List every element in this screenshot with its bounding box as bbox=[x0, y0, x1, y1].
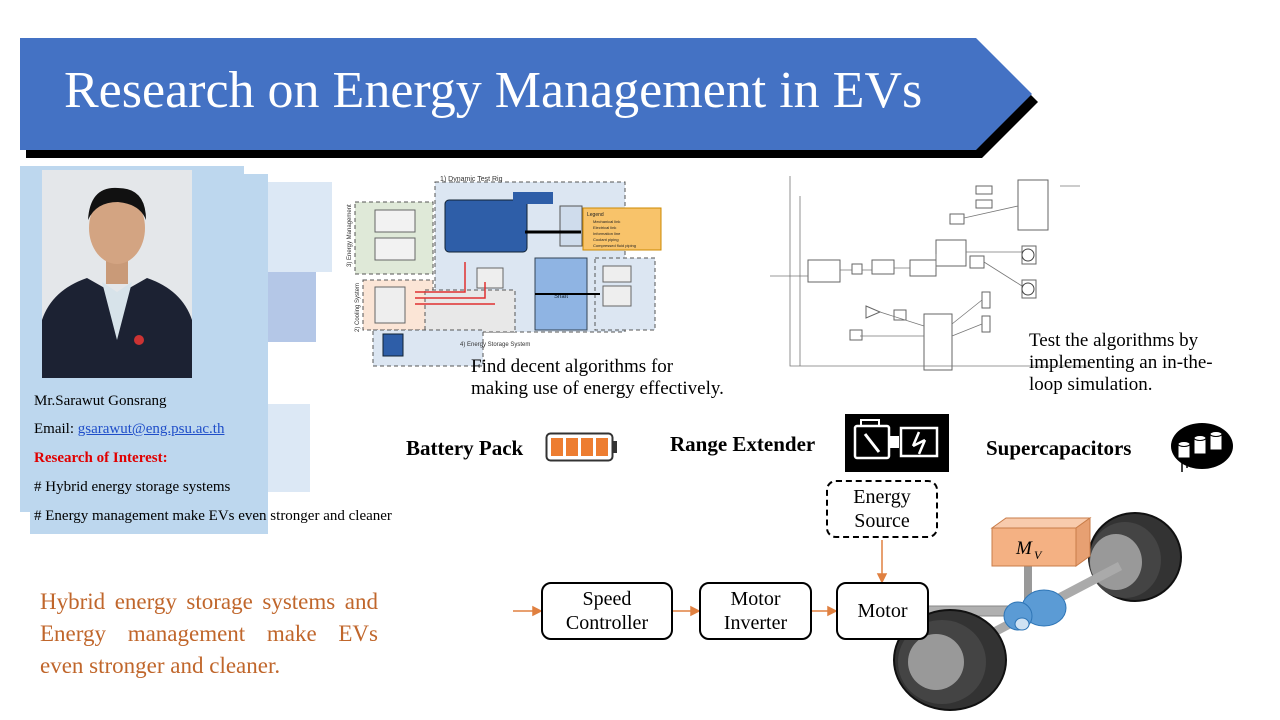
motor-inverter-box: Motor Inverter bbox=[699, 582, 812, 640]
speed-controller-line-1: Speed bbox=[582, 588, 632, 610]
left-caption-line-2: making use of energy effectively. bbox=[471, 378, 724, 399]
motor-inverter-line-1: Motor bbox=[730, 588, 781, 610]
speed-controller-line-2: Controller bbox=[565, 612, 649, 634]
email-link[interactable]: gsarawut@eng.psu.ac.th bbox=[77, 421, 225, 437]
energy-source-box: Energy Source bbox=[826, 480, 938, 538]
rig-top-label: 1) Dynamic Test Rig bbox=[440, 176, 503, 183]
title-banner bbox=[20, 38, 1038, 158]
profile-photo bbox=[42, 170, 192, 378]
interest-item-2: # Energy management make EVs even strong… bbox=[34, 508, 392, 524]
battery-pack-label: Battery Pack bbox=[406, 436, 524, 460]
mass-subscript: V bbox=[1034, 548, 1043, 562]
right-caption-line-1: Test the algorithms by bbox=[1029, 330, 1199, 351]
panel-light-2 bbox=[262, 404, 310, 492]
rig-bottom-label: 4) Energy Storage System bbox=[460, 342, 530, 348]
legend-item-3: Information line bbox=[593, 231, 621, 236]
right-diagram-caption: Test the algorithms by implementing an i… bbox=[1029, 330, 1213, 396]
supercapacitors-label: Supercapacitors bbox=[986, 436, 1132, 460]
energy-source-line-2: Source bbox=[854, 510, 910, 532]
range-extender-label: Range Extender bbox=[670, 432, 816, 456]
supercapacitor-icon bbox=[1171, 423, 1233, 472]
test-rig-diagram: 1) Dynamic Test Rig 3) Energy Management… bbox=[347, 176, 662, 367]
mass-label: M bbox=[1015, 538, 1033, 559]
rig-side-label-1: 3) Energy Management bbox=[347, 204, 353, 267]
rig-side-label-2: 2) Cooling System bbox=[355, 283, 361, 332]
legend-item-1: Mechanical link bbox=[593, 219, 620, 224]
legend-item-4: Coolant piping bbox=[593, 237, 619, 242]
battery-icon bbox=[545, 432, 617, 462]
engine-generator-icon bbox=[845, 414, 949, 472]
profile-name: Mr.Sarawut Gonsrang bbox=[34, 393, 167, 409]
panel-dark-1 bbox=[262, 272, 316, 342]
right-caption-line-3: loop simulation. bbox=[1029, 374, 1153, 395]
right-caption-line-2: implementing an in-the- bbox=[1029, 352, 1213, 373]
simulation-block-diagram bbox=[770, 176, 1090, 371]
legend-item-5: Compressed fluid piping bbox=[593, 243, 636, 248]
profile-email-row: Email: gsarawut@eng.psu.ac.th bbox=[34, 421, 224, 438]
email-label: Email: bbox=[34, 421, 74, 437]
motor-label: Motor bbox=[857, 600, 908, 622]
legend-item-2: Electrical link bbox=[593, 225, 616, 230]
research-heading: Research of Interest: bbox=[34, 450, 168, 466]
speed-controller-box: Speed Controller bbox=[541, 582, 673, 640]
left-caption-line-1: Find decent algorithms for bbox=[471, 356, 674, 377]
interest-item-1: # Hybrid energy storage systems bbox=[34, 479, 231, 495]
motor-inverter-line-2: Inverter bbox=[723, 612, 788, 634]
energy-source-line-1: Energy bbox=[853, 486, 911, 508]
slide-title: Research on Energy Management in EVs bbox=[64, 62, 923, 119]
person-portrait-icon bbox=[42, 170, 192, 378]
legend-title: Legend bbox=[587, 212, 604, 218]
tagline: Hybrid energy storage systems and Energy… bbox=[40, 589, 378, 678]
left-diagram-caption: Find decent algorithms for making use of… bbox=[471, 356, 724, 400]
shaft-label: Shaft bbox=[554, 294, 568, 300]
motor-box: Motor bbox=[836, 582, 929, 640]
panel-light-1 bbox=[262, 182, 332, 272]
